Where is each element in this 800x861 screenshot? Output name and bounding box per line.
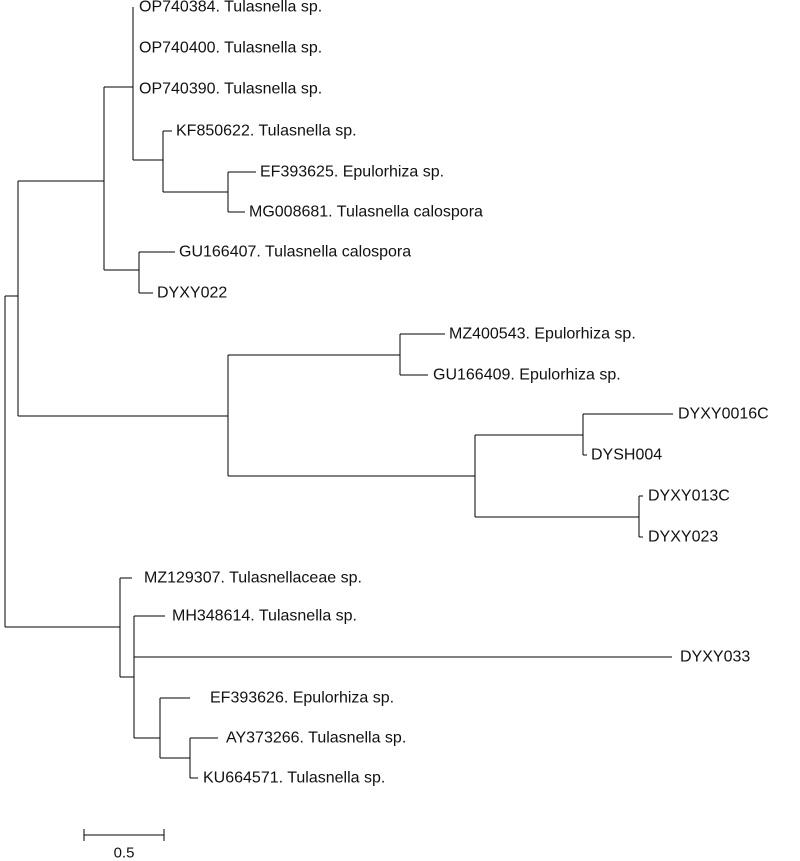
taxon-label: DYXY0016C — [678, 406, 769, 423]
taxon-label: DYXY013C — [648, 488, 730, 505]
taxon-label: DYXY023 — [648, 529, 718, 546]
taxon-label: EF393626. Epulorhiza sp. — [210, 690, 394, 707]
taxon-label: DYXY033 — [680, 649, 750, 666]
taxon-label: GU166407. Tulasnella calospora — [179, 244, 411, 261]
taxon-label: KF850622. Tulasnella sp. — [176, 123, 357, 140]
taxon-label: DYXY022 — [157, 285, 227, 302]
scale-bar: 0.5 — [83, 829, 165, 861]
taxon-label: GU166409. Epulorhiza sp. — [433, 367, 621, 384]
taxon-label: OP740390. Tulasnella sp. — [139, 81, 322, 98]
scale-bar-label: 0.5 — [114, 845, 135, 861]
taxon-labels: OP740384. Tulasnella sp. OP740400. Tulas… — [139, 0, 769, 787]
tree-branches — [4, 7, 673, 779]
taxon-label: KU664571. Tulasnella sp. — [203, 770, 385, 787]
taxon-label: MH348614. Tulasnella sp. — [172, 608, 357, 625]
taxon-label: AY373266. Tulasnella sp. — [226, 730, 406, 747]
taxon-label: OP740384. Tulasnella sp. — [139, 0, 322, 16]
taxon-label: MZ129307. Tulasnellaceae sp. — [144, 570, 362, 587]
taxon-label: MZ400543. Epulorhiza sp. — [449, 326, 636, 343]
taxon-label: EF393625. Epulorhiza sp. — [260, 164, 444, 181]
taxon-label: DYSH004 — [591, 447, 662, 464]
taxon-label: MG008681. Tulasnella calospora — [249, 204, 483, 221]
taxon-label: OP740400. Tulasnella sp. — [139, 40, 322, 57]
